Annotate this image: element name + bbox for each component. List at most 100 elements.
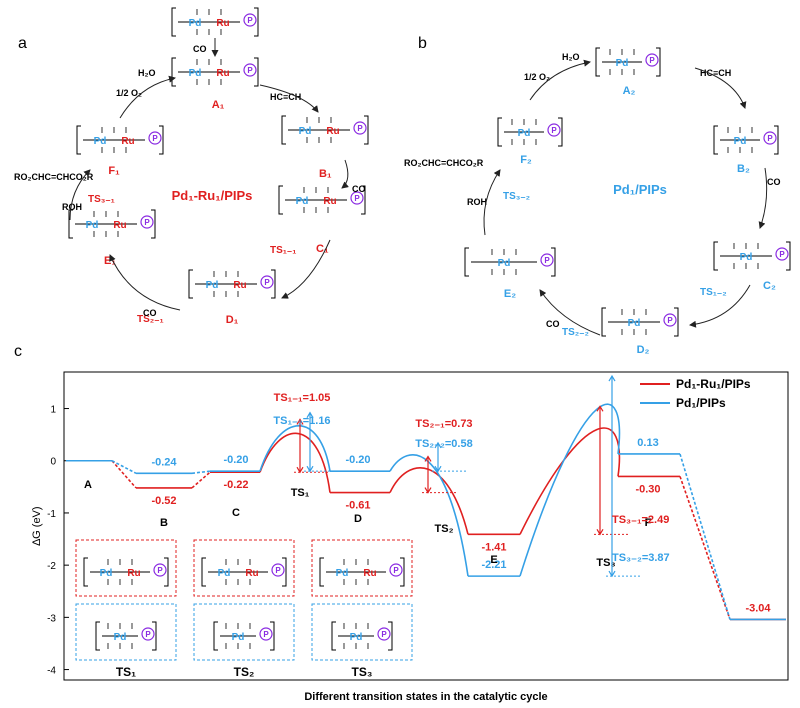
arrow-b5	[483, 169, 501, 236]
label-TS2-1: TS₂₋₁	[137, 314, 164, 325]
connector-F-end	[679, 476, 731, 620]
ts-structure-label: TS₂	[234, 665, 255, 679]
connector-F-end	[679, 453, 731, 620]
ts-structure-label: TS₁	[116, 665, 136, 679]
arrow-a5	[69, 169, 91, 221]
svg-text:P: P	[157, 566, 163, 575]
svg-text:Ru: Ru	[326, 126, 339, 137]
connector-A-B	[111, 460, 137, 489]
svg-text:Ru: Ru	[233, 280, 246, 291]
label-F2: F₂	[520, 154, 532, 166]
reagent-a-co-in: CO	[352, 184, 366, 194]
svg-text:P: P	[354, 194, 360, 203]
connector-B-C	[191, 471, 211, 489]
complex-E2: Pd P	[464, 247, 556, 277]
panel-c-letter: c	[14, 343, 22, 360]
y-tick-label: -3	[47, 613, 56, 624]
reagent-a-product: RO₂CHC=CHCO₂R	[14, 172, 94, 182]
state-label: TS₃	[596, 557, 615, 569]
state-label: A	[84, 479, 92, 491]
connector-B-C	[191, 470, 211, 475]
connector-A-B	[111, 460, 137, 474]
value-label: -0.52	[151, 495, 176, 507]
label-TS1-1: TS₁₋₁	[270, 245, 296, 256]
barrier-label: TS₃₋₁=2.49	[612, 514, 669, 526]
label-A2: A₂	[623, 85, 636, 97]
state-label: C	[232, 507, 240, 519]
y-tick-label: -1	[47, 509, 56, 520]
ts1-curve	[259, 432, 331, 493]
reagent-b-co-out: CO	[546, 319, 560, 329]
barrier-ts1-1-head-top	[296, 418, 304, 425]
barrier-ts3-2-head-top	[608, 374, 616, 382]
svg-text:Pd: Pd	[218, 568, 231, 579]
arrow-a1	[259, 84, 319, 113]
reagent-a-water: H₂O	[138, 68, 156, 78]
value-label: -3.04	[745, 602, 771, 614]
panel-b-title: Pd₁/PIPs	[613, 182, 667, 197]
svg-text:Ru: Ru	[216, 18, 229, 29]
co-label-a0: CO	[193, 44, 207, 54]
arrow-b6	[529, 59, 591, 101]
label-C2: C₂	[763, 280, 776, 292]
label-B1: B₁	[319, 168, 332, 180]
barrier-label: TS₁₋₁=1.05	[274, 392, 331, 404]
svg-text:Pd: Pd	[299, 126, 312, 137]
svg-text:Pd: Pd	[350, 632, 363, 643]
y-tick-label: 0	[50, 457, 56, 468]
reagent-a-oxygen: 1/2 O₂	[116, 88, 142, 98]
svg-text:Ru: Ru	[113, 220, 126, 231]
state-label: TS₁	[291, 487, 310, 499]
svg-text:P: P	[767, 134, 773, 143]
reagent-a-alkyne: HC≡CH	[270, 92, 301, 102]
value-label: 0.13	[637, 437, 658, 449]
svg-text:Pd: Pd	[336, 568, 349, 579]
panel-a-title: Pd₁-Ru₁/PIPs	[172, 188, 253, 203]
label-TS3-2: TS₃₋₂	[503, 191, 530, 202]
value-label: -0.20	[223, 454, 248, 466]
svg-text:P: P	[667, 316, 673, 325]
svg-text:P: P	[381, 630, 387, 639]
legend-label: Pd₁/PIPs	[676, 396, 726, 410]
inset-ts3-blue-structure: Pd P	[331, 621, 393, 651]
svg-text:Pd: Pd	[734, 136, 747, 147]
svg-text:Pd: Pd	[189, 68, 202, 79]
arrow-b4	[539, 289, 601, 336]
ts-structure-label: TS₃	[352, 665, 373, 679]
svg-text:Ru: Ru	[363, 568, 376, 579]
svg-text:P: P	[247, 16, 253, 25]
ts3-curve	[519, 427, 621, 535]
svg-text:P: P	[152, 134, 158, 143]
arrow-b2	[758, 167, 768, 229]
svg-text:Pd: Pd	[518, 128, 531, 139]
complex-B2: Pd P	[713, 125, 779, 155]
value-label: -2.21	[481, 559, 506, 571]
svg-text:Pd: Pd	[296, 196, 309, 207]
label-F1: F₁	[108, 165, 120, 177]
barrier-ts2-2-head-top	[434, 441, 442, 449]
svg-text:P: P	[264, 278, 270, 287]
svg-text:P: P	[779, 250, 785, 259]
svg-text:Pd: Pd	[100, 568, 113, 579]
svg-text:Pd: Pd	[616, 58, 629, 69]
label-B2: B₂	[737, 163, 750, 175]
reagent-b-alkyne: HC≡CH	[700, 68, 731, 78]
arrow-b3	[689, 284, 751, 328]
svg-text:P: P	[275, 566, 281, 575]
reagent-b-oxygen: 1/2 O₂	[524, 72, 550, 82]
ts3-curve	[519, 403, 621, 577]
svg-text:P: P	[544, 256, 550, 265]
reagent-b-product: RO₂CHC=CHCO₂R	[404, 158, 484, 168]
svg-text:Pd: Pd	[498, 258, 511, 269]
